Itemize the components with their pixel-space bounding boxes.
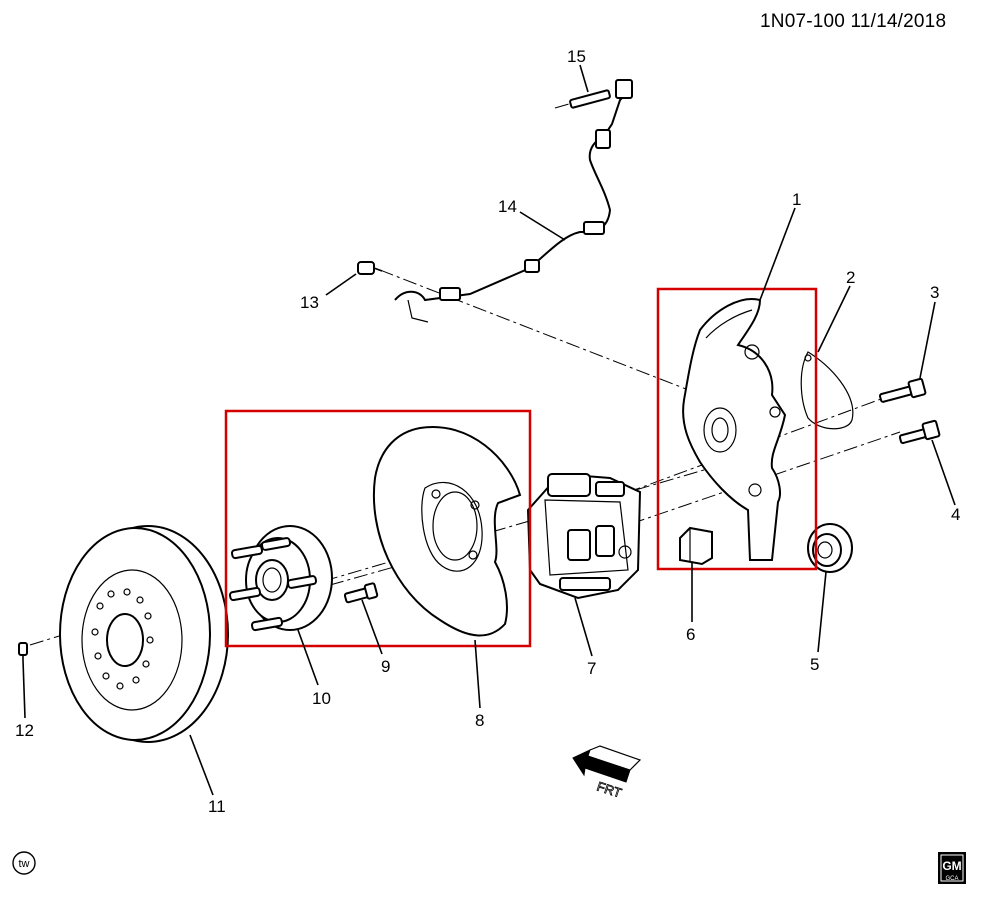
wheel-speed-sensor-harness	[394, 79, 633, 323]
insulator-block	[679, 526, 713, 566]
tw-logo-text: tw	[19, 858, 30, 870]
knuckle-lower-bolt	[898, 419, 941, 445]
callout-labels: 1 2 3 4 5 6 7 8 9 10 11 12 13 14 15	[15, 47, 960, 816]
callout-2: 2	[846, 268, 855, 287]
document-id: 1N07-100 11/14/2018	[760, 11, 947, 32]
brake-caliper	[526, 472, 642, 600]
callout-13: 13	[300, 293, 319, 312]
callout-1: 1	[792, 190, 801, 209]
knuckle-upper-bolt	[878, 377, 927, 403]
callout-12: 12	[15, 721, 34, 740]
brake-rotor	[59, 525, 229, 743]
rotor-screw	[18, 642, 28, 660]
knuckle-seal	[800, 351, 854, 430]
steering-knuckle	[682, 298, 787, 561]
callout-7: 7	[587, 659, 596, 678]
callout-5: 5	[810, 655, 819, 674]
gm-logo: GM GCA	[938, 852, 966, 884]
callout-15: 15	[567, 47, 586, 66]
knuckle-bushing	[807, 523, 853, 573]
callout-9: 9	[381, 657, 390, 676]
callout-3: 3	[930, 283, 939, 302]
callout-10: 10	[312, 689, 331, 708]
front-direction-label: FRT	[595, 779, 624, 801]
highlight-box-knuckle	[656, 287, 818, 571]
callout-leaders	[22, 64, 956, 796]
gm-logo-subtext: GCA	[945, 876, 958, 882]
gm-logo-text: GM	[942, 859, 961, 873]
callout-6: 6	[686, 625, 695, 644]
highlight-box-hub-shield	[224, 409, 532, 648]
brake-splash-shield	[373, 425, 522, 637]
hub-bolt	[343, 582, 379, 604]
wheel-hub-bearing	[229, 525, 333, 632]
callout-8: 8	[475, 711, 484, 730]
callout-11: 11	[208, 797, 226, 816]
callout-4: 4	[951, 505, 960, 524]
front-direction-arrow: FRT	[572, 745, 642, 801]
tw-logo: tw	[12, 851, 36, 875]
callout-14: 14	[498, 197, 517, 216]
sensor-bolt	[357, 261, 383, 275]
